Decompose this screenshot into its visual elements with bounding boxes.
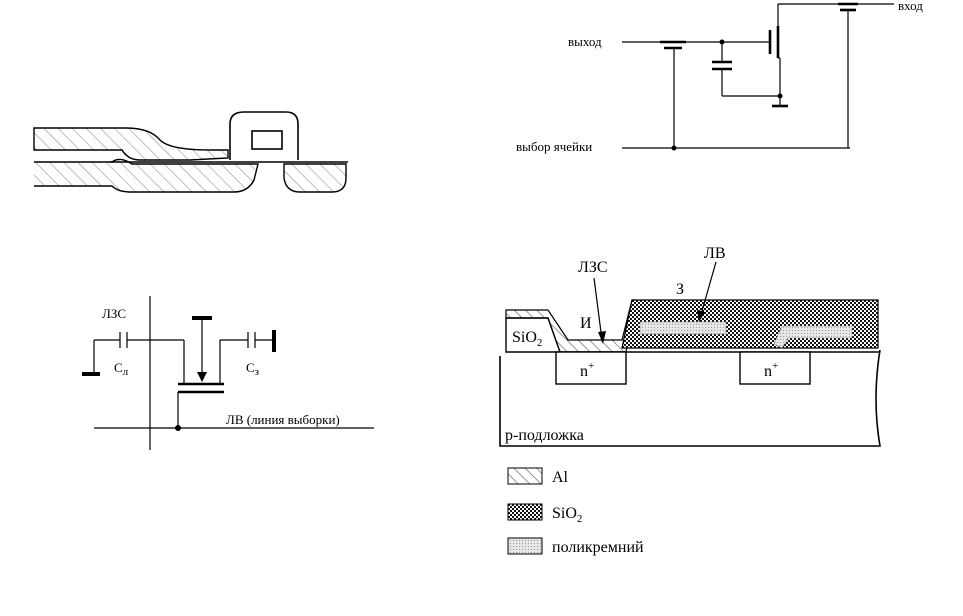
insulator-label: И — [580, 315, 592, 332]
legend-label-sio2: SiO2 — [552, 505, 582, 525]
cell-select-label: выбор ячейки — [516, 139, 592, 154]
legend-label-poly: поликремний — [552, 539, 644, 556]
diffusion-left — [555, 351, 627, 385]
bitline-label: ЛЗС — [102, 306, 126, 321]
layout-sketch — [33, 111, 348, 193]
input-label: вход — [898, 0, 923, 13]
diffusion-right-label: n+ — [764, 360, 778, 380]
substrate — [499, 349, 881, 447]
cs-wordline-label: ЛВ — [704, 245, 726, 262]
gate-label: З — [676, 281, 684, 298]
oxide-label: SiO2 — [512, 329, 542, 349]
diffusion-left-label: n+ — [580, 360, 594, 380]
cell-circuit: выход вход выбор ячейки — [516, 0, 923, 154]
legend: Al SiO2 поликремний — [507, 467, 644, 556]
poly-gate-left — [639, 321, 727, 335]
cs-bitline-label: ЛЗС — [578, 259, 608, 276]
cross-section: p-подложка SiO2 n+ n+ ЛВ З ЛЗС — [499, 245, 881, 447]
legend-swatch-sio2 — [507, 503, 543, 521]
sketch-right-diffusion — [283, 163, 347, 193]
sketch-lower-layer — [34, 158, 259, 193]
cap-bitline-label: Cл — [114, 360, 129, 378]
legend-label-al: Al — [552, 469, 569, 486]
legend-swatch-al — [507, 467, 543, 485]
output-label: выход — [568, 34, 602, 49]
cap-storage-label: Cз — [246, 360, 259, 378]
sketch-gate-contact — [251, 130, 283, 150]
equivalent-circuit: ЛВ (линия выборки) ЛЗС Cл Cз — [82, 296, 374, 450]
legend-swatch-poly — [507, 537, 543, 555]
wordline-label: ЛВ (линия выборки) — [226, 412, 340, 427]
poly-gate-right — [773, 325, 853, 349]
substrate-label: p-подложка — [505, 427, 584, 444]
diffusion-right — [739, 351, 811, 385]
sketch-upper-layer — [33, 127, 229, 161]
